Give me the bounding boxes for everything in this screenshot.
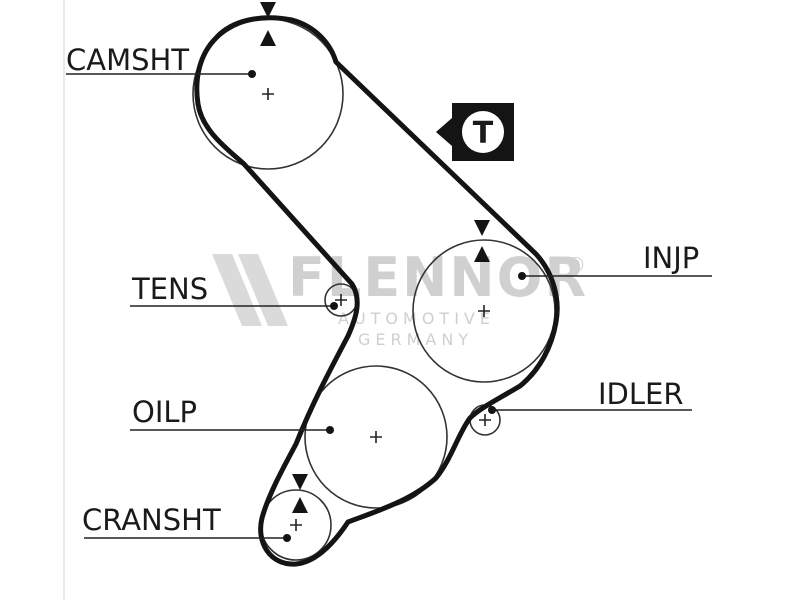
injection-pump-timing-arrow-bottom [474, 246, 490, 262]
tension-badge-pointer [436, 118, 452, 146]
component-labels: CAMSHT TENS OILP CRANSHT INJP IDLER [66, 43, 699, 537]
label-tensioner: TENS [131, 272, 208, 306]
watermark-line-germany: GERMANY [358, 330, 473, 349]
tension-badge-circle [462, 111, 504, 153]
label-camshaft: CAMSHT [66, 43, 189, 77]
tensioner-centre-mark [335, 294, 347, 306]
injection-pump-leader-dot [518, 272, 526, 280]
crankshaft-leader-dot [283, 534, 291, 542]
oil-pump-centre-mark [370, 431, 382, 443]
watermark-logo-stripe [212, 254, 262, 326]
label-oil-pump: OILP [132, 395, 197, 429]
timing-marks [260, 2, 490, 513]
tension-badge-letter: T [473, 116, 494, 151]
tension-badge: T [436, 103, 514, 161]
watermark-registered-mark: ® [566, 253, 586, 277]
timing-belt [194, 15, 560, 567]
leader-lines [66, 70, 712, 542]
oil-pump-pulley [304, 365, 448, 509]
injection-pump-timing-arrow-top [474, 220, 490, 236]
crankshaft-centre-mark [290, 519, 302, 531]
idler-leader-dot [488, 406, 496, 414]
injection-pump-centre-mark [478, 305, 490, 317]
watermark-logo-stripe [238, 254, 288, 326]
crankshaft-timing-arrow-top [292, 474, 308, 490]
watermark: FLENNOR ® AUTOMOTIVE GERMANY [212, 246, 588, 349]
camshaft-centre-mark [262, 88, 274, 100]
label-injection-pump: INJP [643, 241, 699, 275]
crankshaft-timing-arrow-bottom [292, 497, 308, 513]
tensioner-leader-dot [330, 302, 338, 310]
camshaft-leader-dot [248, 70, 256, 78]
camshaft-timing-arrow-top [260, 2, 276, 18]
pulley-centre-marks [262, 88, 491, 531]
camshaft-timing-arrow-bottom [260, 30, 276, 46]
idler-centre-mark [479, 414, 491, 426]
label-idler: IDLER [598, 377, 684, 411]
watermark-brand: FLENNOR [288, 246, 588, 309]
label-crankshaft: CRANSHT [82, 503, 221, 537]
oil-pump-leader-dot [326, 426, 334, 434]
watermark-line-automotive: AUTOMOTIVE [338, 309, 495, 328]
